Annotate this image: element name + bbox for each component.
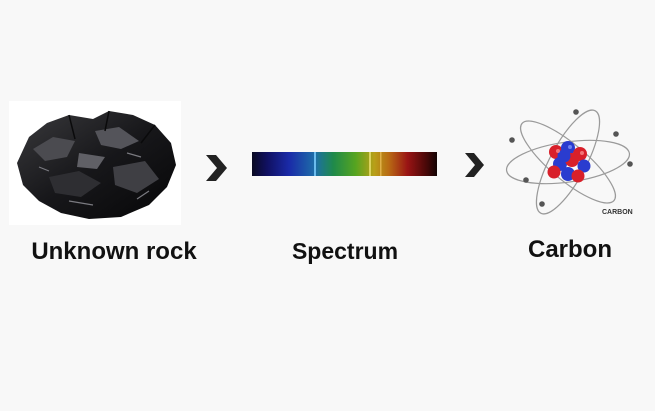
carbon-caption: Carbon xyxy=(528,236,612,263)
emission-spectrum-bar xyxy=(252,152,437,176)
atom-label: CARBON xyxy=(602,209,633,216)
chevron-right-icon xyxy=(465,153,484,177)
rock-caption: Unknown rock xyxy=(31,238,197,265)
chevron-right-icon xyxy=(206,155,227,181)
carbon-nucleus xyxy=(547,141,591,183)
carbon-atom-model: CARBON xyxy=(505,109,633,216)
spectrum-caption: Spectrum xyxy=(291,238,399,264)
coal-rock-image xyxy=(9,101,181,225)
